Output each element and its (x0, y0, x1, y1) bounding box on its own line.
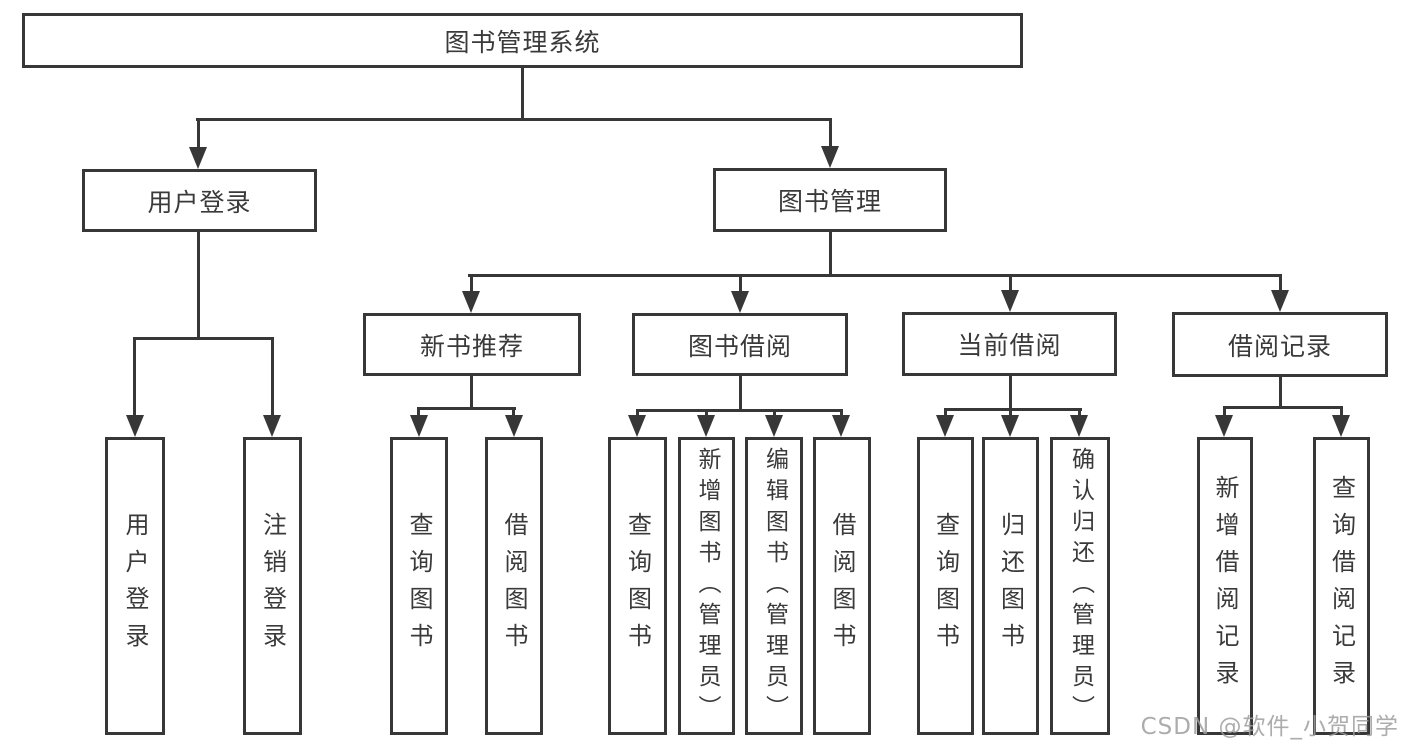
arrow-down-icon (1215, 415, 1233, 437)
connector-book-management-down (829, 232, 832, 277)
arrow-down-icon (765, 415, 783, 437)
watermark-text: CSDN @软件_小贺同学 (1140, 714, 1399, 740)
leaf-bb-borrow-books-label: 借阅图书 (828, 512, 856, 660)
node-root-label: 图书管理系统 (444, 27, 601, 57)
arrow-down-icon (410, 415, 428, 437)
arrow-down-icon (731, 291, 749, 313)
connector-level2-bar (196, 118, 832, 121)
node-current-borrowing-label: 当前借阅 (957, 331, 1062, 360)
leaf-cb-return-books-label: 归还图书 (996, 512, 1025, 660)
leaf-user-login: 用户登录 (105, 437, 165, 735)
leaf-logout: 注销登录 (243, 437, 302, 735)
leaf-nb-query-books: 查询图书 (390, 437, 448, 735)
node-borrowing-records: 借阅记录 (1172, 312, 1388, 377)
connector-leaf-stem (1009, 408, 1012, 419)
leaf-bb-query-books-label: 查询图书 (623, 512, 652, 660)
connector-leaf-stem (636, 409, 639, 419)
connector-new-book-bar (417, 407, 516, 410)
node-new-book-recommend-label: 新书推荐 (419, 331, 524, 361)
connector-leaf-stem (773, 409, 776, 419)
connector-current-borrow-bar (944, 408, 1082, 411)
connector-leaf-stem (1078, 408, 1081, 419)
connector-leaf-stem (1223, 406, 1226, 419)
connector-new-book-down (470, 376, 473, 410)
arrow-down-icon (462, 291, 480, 313)
arrow-down-icon (189, 147, 207, 169)
node-user-login-label: 用户登录 (147, 187, 252, 217)
arrow-down-icon (1001, 290, 1019, 312)
connector-leaf-stem (271, 337, 274, 417)
connector-current-borrow-stem (1009, 274, 1012, 292)
connector-user-login-bar (133, 337, 274, 340)
leaf-bb-add-books: 新增图书（管理员） (678, 437, 735, 735)
arrow-down-icon (1070, 415, 1088, 437)
connector-leaf-stem (705, 409, 708, 419)
arrow-down-icon (936, 415, 954, 437)
connector-leaf-stem (512, 407, 515, 419)
connector-leaf-stem (840, 409, 843, 419)
leaf-nb-borrow-books: 借阅图书 (485, 437, 543, 735)
connector-borrow-records-stem (1279, 274, 1282, 292)
connector-borrow-records-bar (1223, 406, 1343, 409)
connector-leaf-stem (133, 337, 136, 417)
connector-leaf-stem (417, 407, 420, 419)
connector-level3-bar (468, 274, 1282, 277)
leaf-br-query-record-label: 查询借阅记录 (1327, 475, 1356, 697)
arrow-down-icon (263, 415, 281, 437)
arrow-down-icon (1332, 415, 1350, 437)
connector-new-book-stem (470, 274, 473, 293)
leaf-bb-edit-books-label: 编辑图书（管理员） (761, 446, 788, 726)
leaf-bb-add-books-label: 新增图书（管理员） (694, 446, 720, 726)
arrow-down-icon (697, 415, 715, 437)
leaf-br-add-record-label: 新增借阅记录 (1211, 475, 1239, 697)
leaf-nb-borrow-books-label: 借阅图书 (500, 512, 528, 660)
leaf-cb-confirm-return: 确认归还（管理员） (1050, 437, 1110, 735)
connector-user-login-stem (197, 118, 200, 150)
node-book-management: 图书管理 (713, 168, 947, 232)
node-book-borrowing-label: 图书借阅 (687, 331, 792, 361)
node-new-book-recommend: 新书推荐 (363, 313, 581, 376)
leaf-cb-query-books-label: 查询图书 (931, 512, 960, 660)
leaf-logout-label: 注销登录 (258, 512, 287, 660)
connector-book-borrow-bar (636, 409, 843, 412)
arrow-down-icon (126, 415, 144, 437)
leaf-cb-return-books: 归还图书 (982, 437, 1039, 735)
connector-current-borrow-down (1009, 376, 1012, 411)
arrow-down-icon (505, 415, 523, 437)
connector-book-borrow-down (739, 376, 742, 412)
node-book-management-label: 图书管理 (777, 187, 882, 216)
leaf-br-add-record: 新增借阅记录 (1197, 437, 1253, 735)
leaf-user-login-label: 用户登录 (121, 512, 149, 660)
connector-book-management-stem (829, 118, 832, 148)
arrow-down-icon (628, 415, 646, 437)
node-root: 图书管理系统 (22, 13, 1023, 68)
leaf-bb-edit-books: 编辑图书（管理员） (745, 437, 803, 735)
node-book-borrowing: 图书借阅 (632, 313, 848, 376)
connector-leaf-stem (944, 408, 947, 419)
node-user-login: 用户登录 (82, 169, 317, 232)
connector-borrow-records-down (1279, 377, 1282, 409)
leaf-nb-query-books-label: 查询图书 (405, 512, 433, 660)
leaf-bb-query-books: 查询图书 (608, 437, 667, 735)
arrow-down-icon (821, 146, 839, 168)
leaf-bb-borrow-books: 借阅图书 (813, 437, 871, 735)
connector-user-login-down (197, 232, 200, 340)
connector-leaf-stem (1340, 406, 1343, 419)
arrow-down-icon (1001, 415, 1019, 437)
node-borrowing-records-label: 借阅记录 (1227, 331, 1332, 361)
connector-book-borrow-stem (739, 274, 742, 293)
leaf-br-query-record: 查询借阅记录 (1313, 437, 1370, 735)
leaf-cb-confirm-return-label: 确认归还（管理员） (1067, 446, 1094, 726)
arrow-down-icon (832, 415, 850, 437)
leaf-cb-query-books: 查询图书 (917, 437, 974, 735)
node-current-borrowing: 当前借阅 (902, 312, 1117, 376)
connector-root-stem (521, 68, 524, 121)
arrow-down-icon (1271, 290, 1289, 312)
